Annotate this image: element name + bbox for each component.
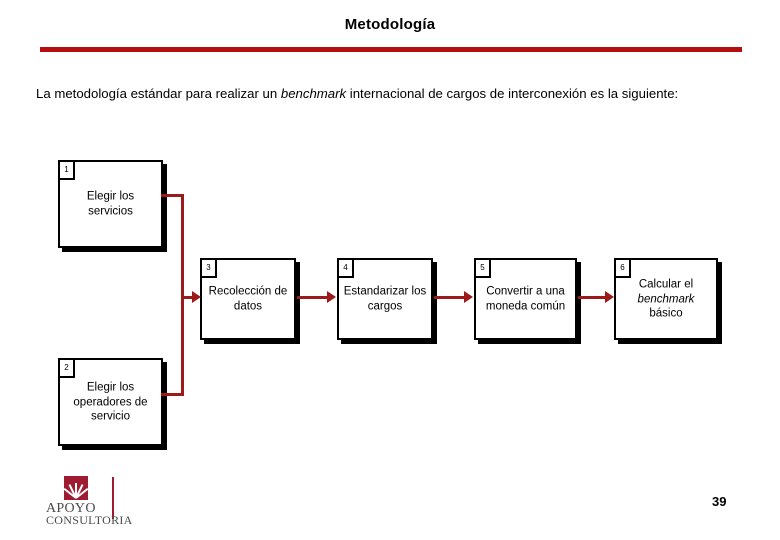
flow-step-label-6: Calcular el benchmark básico	[620, 277, 712, 321]
connector-box3-to-box4	[297, 296, 330, 299]
flow-step-label-6-emphasis: benchmark	[637, 292, 695, 305]
connector-box2-to-merge	[161, 393, 184, 396]
flow-step-label-6-part1: Calcular el	[638, 278, 694, 291]
connector-box1-to-merge	[161, 194, 184, 197]
step-number-badge-2: 2	[58, 358, 75, 378]
arrow-head-to-box3-icon	[192, 291, 201, 303]
arrow-head-to-box5-icon	[464, 291, 473, 303]
flow-step-box-3[interactable]: 3 Recolección de datos	[200, 258, 296, 340]
intro-text-part1: La metodología estándar para realizar un	[36, 86, 281, 101]
connector-box4-to-box5	[434, 296, 467, 299]
flow-step-box-4[interactable]: 4 Estandarizar los cargos	[337, 258, 433, 340]
logo-divider	[112, 477, 114, 519]
flow-step-label-4: Estandarizar los cargos	[343, 285, 427, 313]
intro-text-part2: internacional de cargos de interconexión…	[346, 86, 679, 101]
flow-step-box-5[interactable]: 5 Convertir a una moneda común	[474, 258, 577, 340]
flow-step-label-1: Elegir los servicios	[86, 190, 135, 218]
flow-step-label-6-part2: básico	[649, 307, 683, 320]
title-divider-rule	[40, 47, 742, 52]
step-number-badge-5: 5	[474, 258, 491, 278]
connector-merge-vertical	[181, 194, 184, 396]
intro-text-emphasis: benchmark	[280, 86, 347, 101]
step-number-badge-6: 6	[614, 258, 631, 278]
flow-step-label-3: Recolección de datos	[208, 285, 288, 313]
step-number-badge-3: 3	[200, 258, 217, 278]
arrow-head-to-box4-icon	[327, 291, 336, 303]
flow-step-box-1[interactable]: 1 Elegir los servicios	[58, 160, 163, 248]
flow-step-box-2[interactable]: 2 Elegir los operadores de servicio	[58, 358, 163, 446]
logo-name-secondary: CONSULTORIA	[46, 513, 133, 527]
page-title: Metodología	[344, 16, 436, 33]
page-number: 39	[712, 494, 727, 509]
connector-merge-to-box3	[181, 296, 195, 299]
intro-paragraph: La metodología estándar para realizar un…	[36, 84, 746, 103]
step-number-badge-4: 4	[337, 258, 354, 278]
flow-step-label-5: Convertir a una moneda común	[485, 285, 566, 313]
step-number-badge-1: 1	[58, 160, 75, 180]
arrow-head-to-box6-icon	[605, 291, 614, 303]
apoyo-logo-mark-icon	[63, 476, 89, 500]
flow-step-box-6[interactable]: 6 Calcular el benchmark básico	[614, 258, 718, 340]
logo-name-primary: APOYO	[46, 501, 96, 516]
flow-step-label-2: Elegir los operadores de servicio	[73, 381, 148, 423]
apoyo-consultoria-logo: APOYO CONSULTORIA	[46, 476, 176, 528]
connector-box5-to-box6	[578, 296, 608, 299]
